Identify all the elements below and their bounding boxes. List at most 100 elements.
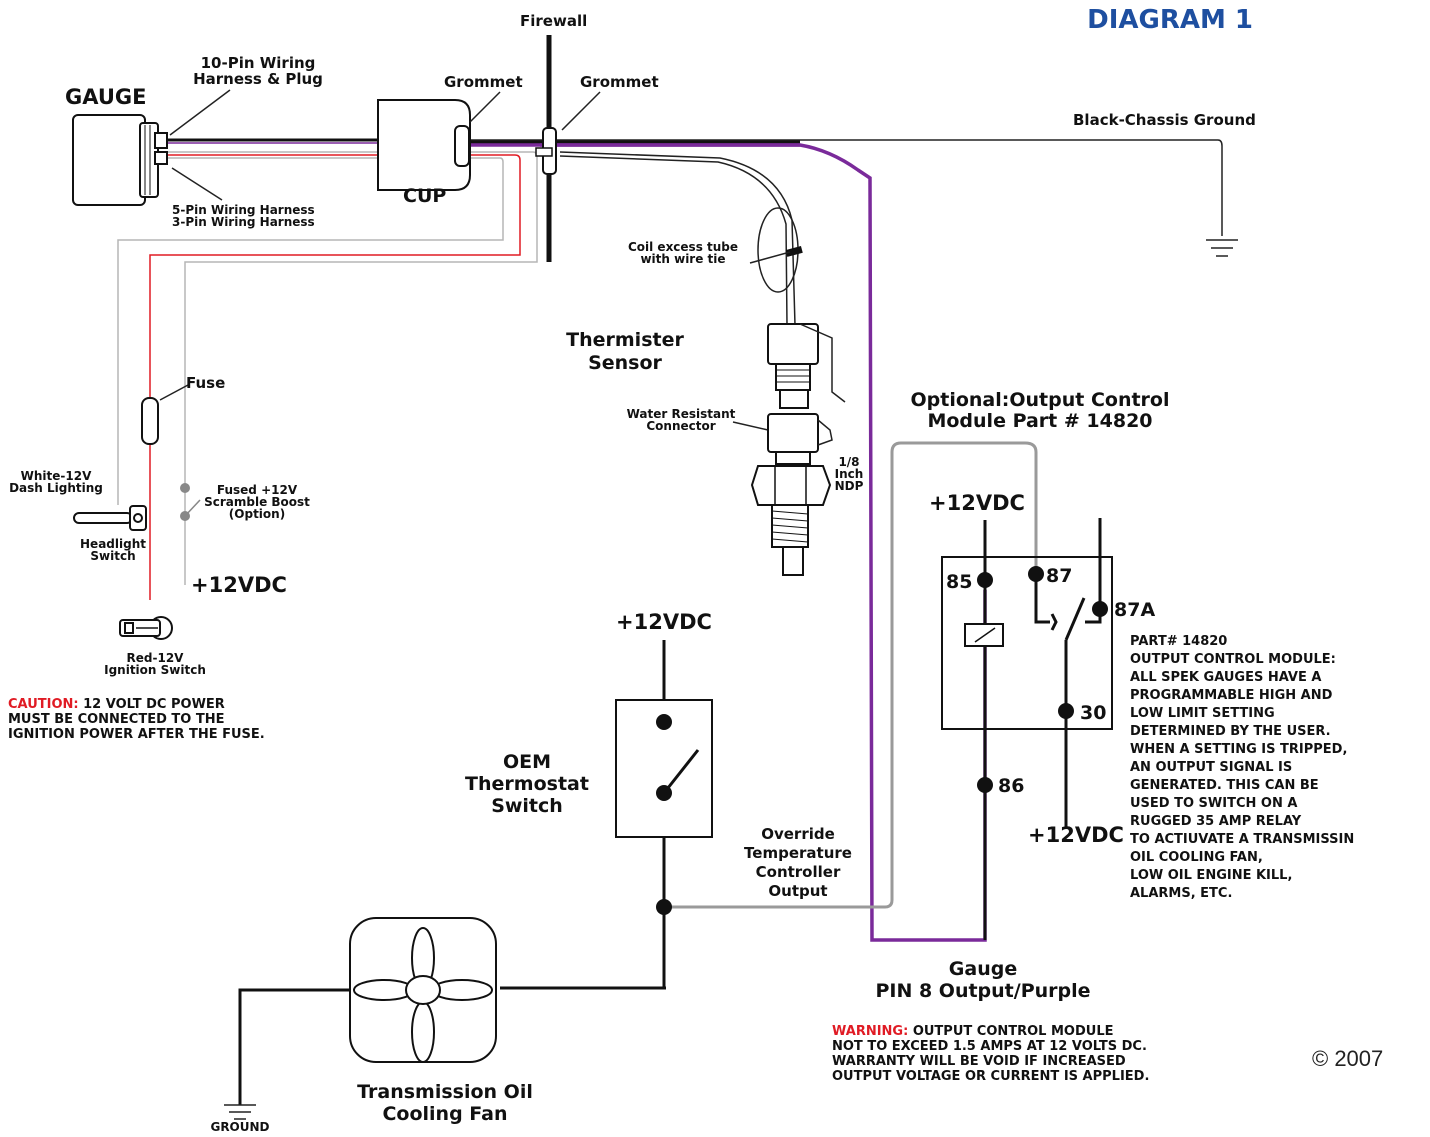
relay-87a-wire (1085, 518, 1102, 624)
oem-label-2: Thermostat (465, 773, 589, 795)
module-note: GENERATED. THIS CAN BE (1130, 778, 1319, 793)
module-note: PART# 14820 (1130, 634, 1227, 649)
module-note: TO ACTIUVATE A TRANSMISSIN (1130, 832, 1354, 847)
headlight-switch-icon (73, 505, 147, 531)
relay-pin-87-dot (1028, 566, 1044, 582)
pin-30-label: 30 (1080, 702, 1106, 724)
fused-label-2: Scramble Boost (204, 495, 310, 509)
optional-label-2: Module Part # 14820 (927, 410, 1152, 432)
red12-label-2: Ignition Switch (104, 663, 206, 677)
warning-line-1: WARNING: OUTPUT CONTROL MODULE (832, 1024, 1114, 1039)
leader-lines (159, 89, 791, 431)
pin-87-label: 87 (1046, 565, 1072, 587)
fan-label-1: Transmission Oil (357, 1081, 533, 1103)
module-note: RUGGED 35 AMP RELAY (1130, 814, 1302, 829)
chassis-ground-icon (1206, 239, 1238, 257)
red12-label-1: Red-12V (127, 651, 185, 665)
relay-pin-30-dot (1058, 703, 1074, 719)
relay-87-arrow (1050, 613, 1058, 631)
water-label-2: Connector (646, 419, 715, 433)
thermostat-terminal-top (656, 714, 672, 730)
v12-relay-bottom-label: +12VDC (1028, 823, 1124, 847)
gauge-label: GAUGE (65, 85, 146, 109)
fan-ground-icon (224, 1104, 256, 1120)
fused-label-1: Fused +12V (217, 483, 298, 497)
relay-87-wire (1034, 578, 1050, 624)
module-note: OUTPUT CONTROL MODULE: (1130, 652, 1336, 667)
harness10-label-2: Harness & Plug (193, 70, 323, 88)
relay-contact-arm (1064, 597, 1086, 641)
module-note: LOW LIMIT SETTING (1130, 706, 1275, 721)
gauge-cup (377, 99, 471, 191)
module-note: LOW OIL ENGINE KILL, (1130, 868, 1292, 883)
warning-tag: WARNING: (832, 1024, 908, 1039)
ground-drop-wire (1217, 139, 1223, 236)
override-label-2: Temperature (744, 844, 852, 862)
fused-label-3: (Option) (229, 507, 285, 521)
cooling-fan-icon (349, 917, 497, 1063)
sensor-cable-1 (559, 151, 796, 326)
module-notes: PART# 14820 OUTPUT CONTROL MODULE: ALL S… (1130, 634, 1354, 901)
pin-85-label: 85 (946, 571, 972, 593)
caution-line-3: IGNITION POWER AFTER THE FUSE. (8, 727, 265, 742)
ignition-key-icon (119, 616, 173, 640)
module-note: OIL COOLING FAN, (1130, 850, 1263, 865)
gauge-pin-label-1: Gauge (949, 958, 1017, 980)
water-resistant-connector (767, 413, 819, 453)
fuse-icon (141, 397, 159, 445)
white-dash-wire (117, 157, 504, 505)
harness5-label-1: 5-Pin Wiring Harness (172, 203, 315, 217)
v12-left-label: +12VDC (191, 573, 287, 597)
water-label-1: Water Resistant (627, 407, 736, 421)
warning-line-2: NOT TO EXCEED 1.5 AMPS AT 12 VOLTS DC. (832, 1039, 1147, 1054)
headlight-label-2: Switch (90, 549, 135, 563)
module-note: ALARMS, ETC. (1130, 886, 1232, 901)
grommet-clip (535, 147, 553, 157)
module-note: PROGRAMMABLE HIGH AND (1130, 688, 1333, 703)
gauge-body (72, 114, 168, 206)
ground-label: GROUND (210, 1120, 269, 1132)
oem-label-1: OEM (503, 751, 551, 773)
harness10-label-1: 10-Pin Wiring (201, 54, 316, 72)
diagram-title: DIAGRAM 1 (1087, 5, 1253, 35)
ndp-label-2: Inch (835, 467, 864, 481)
white12-label-1: White-12V (21, 469, 92, 483)
warning-line-4: OUTPUT VOLTAGE OR CURRENT IS APPLIED. (832, 1069, 1149, 1084)
wire-tie (785, 246, 803, 257)
relay-pin-87a-dot (1092, 601, 1108, 617)
thermister-label-1: Thermister (566, 329, 684, 351)
thermister-label-2: Sensor (588, 352, 662, 374)
relay-module-box (941, 556, 1113, 730)
relay-pin-85-dot (977, 572, 993, 588)
warning-text-1: OUTPUT CONTROL MODULE (908, 1024, 1113, 1039)
thermostat-switch-arm (662, 749, 700, 794)
caution-tag: CAUTION: (8, 697, 79, 712)
module-note: ALL SPEK GAUGES HAVE A (1130, 670, 1321, 685)
oem-label-3: Switch (491, 795, 563, 817)
grommet-left (454, 125, 470, 167)
headlight-label-1: Headlight (80, 537, 146, 551)
module-note: DETERMINED BY THE USER. (1130, 724, 1331, 739)
ndp-label-3: NDP (835, 479, 864, 493)
caution-text-1: 12 VOLT DC POWER (79, 697, 225, 712)
override-label-4: Output (768, 882, 827, 900)
sensor-cable-2 (559, 155, 788, 326)
firewall-label: Firewall (520, 12, 587, 30)
override-label-3: Controller (756, 863, 841, 881)
white12-label-2: Dash Lighting (9, 481, 103, 495)
black-ground-label: Black-Chassis Ground (1073, 111, 1256, 129)
grommet-right-label: Grommet (580, 73, 659, 91)
v12-relay-top-label: +12VDC (929, 491, 1025, 515)
gauge-pin-label-2: PIN 8 Output/Purple (875, 980, 1090, 1002)
caution-line-2: MUST BE CONNECTED TO THE (8, 712, 224, 727)
fuse-label: Fuse (186, 374, 225, 392)
grommet-left-label: Grommet (444, 73, 523, 91)
caution-line-1: CAUTION: 12 VOLT DC POWER (8, 697, 225, 712)
relay-pin-86-dot (977, 777, 993, 793)
module-note: WHEN A SETTING IS TRIPPED, (1130, 742, 1347, 757)
v12-thermostat-label: +12VDC (616, 610, 712, 634)
module-note: USED TO SWITCH ON A (1130, 796, 1297, 811)
warning-line-3: WARRANTY WILL BE VOID IF INCREASED (832, 1054, 1126, 1069)
